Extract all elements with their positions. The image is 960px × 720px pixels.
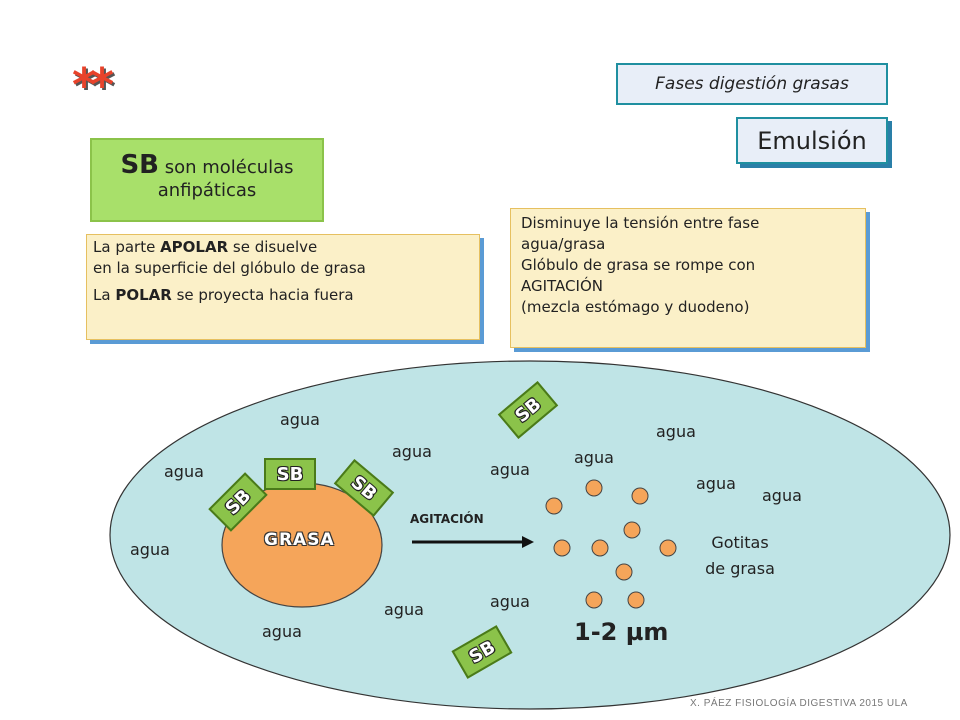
fat-droplets [545, 479, 677, 609]
credit-footer: X. PÁEZ FISIOLOGÍA DIGESTIVA 2015 ULA [690, 698, 908, 709]
water-label: agua [696, 474, 736, 493]
polarity-line-3: La POLAR se proyecta hacia fuera [93, 286, 354, 304]
fat-droplet [659, 539, 677, 557]
fat-droplet [615, 563, 633, 581]
agitation-arrow-label: AGITACIÓN [410, 512, 484, 526]
water-label: agua [384, 600, 424, 619]
sb-text-2: anfipáticas [157, 180, 257, 201]
water-label: agua [280, 410, 320, 429]
agitation-note: Disminuye la tensión entre fase agua/gra… [510, 208, 866, 348]
water-label: agua [164, 462, 204, 481]
fat-droplet [545, 497, 563, 515]
agitation-line-5: (mezcla estómago y duodeno) [521, 298, 750, 316]
water-label: agua [574, 448, 614, 467]
water-label: agua [762, 486, 802, 505]
fat-droplet [553, 539, 571, 557]
fat-droplet [591, 539, 609, 557]
stage-title: Emulsión [736, 117, 888, 164]
arrow-agitation [412, 536, 534, 548]
agitation-line-3: Glóbulo de grasa se rompe con [521, 256, 756, 274]
water-label: agua [656, 422, 696, 441]
sb-abbr: SB [120, 150, 159, 180]
water-label: agua [490, 460, 530, 479]
sb-definition-box: SB son moléculas anfipáticas [90, 138, 324, 222]
fat-droplet [627, 591, 645, 609]
phase-title: Fases digestión grasas [616, 63, 888, 105]
fat-droplet [585, 591, 603, 609]
fat-droplet [585, 479, 603, 497]
droplets-label: Gotitas de grasa [705, 533, 775, 578]
water-label: agua [490, 592, 530, 611]
fat-droplet [631, 487, 649, 505]
fat-droplet [623, 521, 641, 539]
sb-text-1: son moléculas [158, 157, 294, 178]
agitation-line-1: Disminuye la tensión entre fase [521, 214, 760, 232]
stars-decoration: ** [72, 58, 114, 112]
sb-chip: SB [264, 458, 316, 490]
fat-label: GRASA [264, 530, 335, 550]
droplet-size-label: 1-2 µm [574, 618, 669, 646]
water-label: agua [262, 622, 302, 641]
water-medium [109, 360, 951, 710]
agitation-line-4: AGITACIÓN [521, 277, 603, 295]
water-label: agua [392, 442, 432, 461]
agitation-line-2: agua/grasa [521, 235, 606, 253]
water-label: agua [130, 540, 170, 559]
